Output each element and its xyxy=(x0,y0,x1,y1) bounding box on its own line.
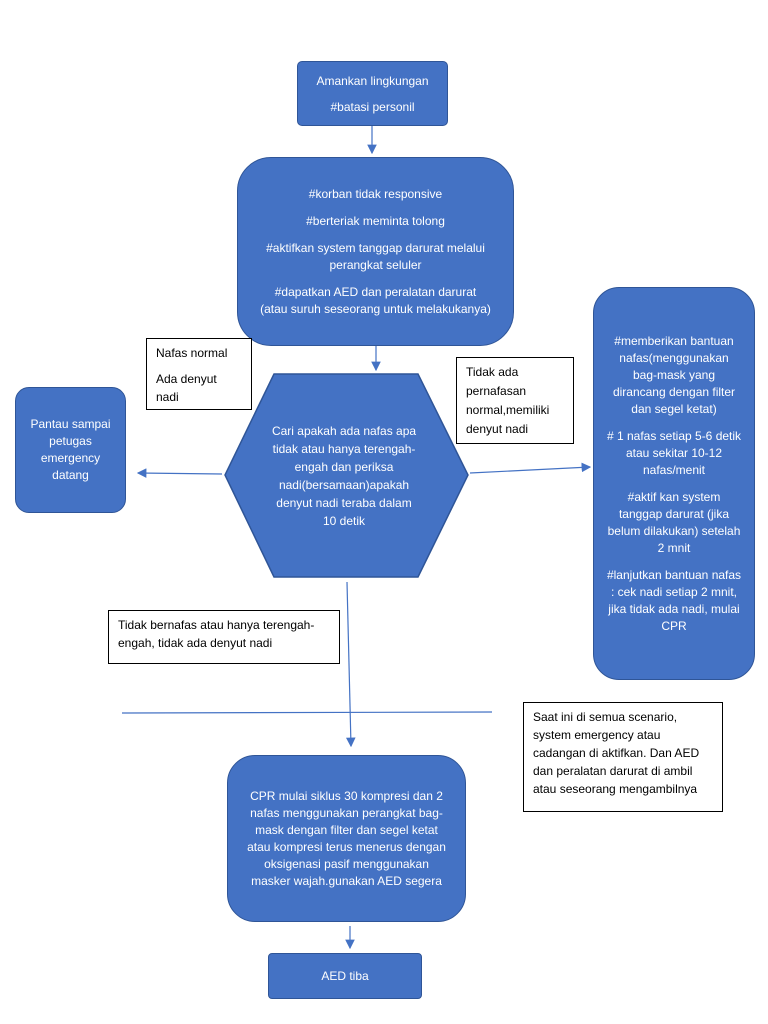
step-get-aed: #dapatkan AED dan peralatan darurat (ata… xyxy=(260,284,491,316)
secure-area-line-2: #batasi personil xyxy=(330,99,415,114)
divider-line xyxy=(121,711,493,714)
secure-area-line-1: Amankan lingkungan xyxy=(316,73,429,88)
arrow-check-to-monitor xyxy=(136,468,223,478)
step-unresponsive: #korban tidak responsive xyxy=(308,186,443,201)
check-breathing-text: Cari apakah ada nafas apa tidak atau han… xyxy=(271,423,417,528)
monitor-node: Pantau sampai petugas emergency datang xyxy=(15,387,126,513)
arrow-check-to-cpr xyxy=(345,581,356,748)
step-shout-help: #berteriak meminta tolong xyxy=(306,213,445,228)
no-breathing-text: Tidak bernafas atau hanya terengah-engah… xyxy=(118,618,315,650)
step-activate-emergency: #aktifkan system tanggap darurat melalui… xyxy=(266,240,485,272)
scenario-note-text: Saat ini di semua scenario, system emerg… xyxy=(533,710,700,796)
no-breathing-note: Tidak bernafas atau hanya terengah-engah… xyxy=(108,610,340,664)
rescue-step-continue: #lanjutkan bantuan nafas : cek nadi seti… xyxy=(606,567,742,633)
rescue-step-activate: #aktif kan system tanggap darurat (jika … xyxy=(607,489,741,555)
normal-breathing-line-1: Nafas normal xyxy=(156,346,228,360)
rescue-breathing-node: #memberikan bantuan nafas(menggunakan ba… xyxy=(593,287,755,680)
abnormal-breathing-note: Tidak ada pernafasan normal,memiliki den… xyxy=(456,357,574,444)
secure-area-node: Amankan lingkungan #batasi personil xyxy=(297,61,448,126)
scenario-note: Saat ini di semua scenario, system emerg… xyxy=(523,702,723,812)
normal-breathing-line-2: Ada denyut nadi xyxy=(156,372,217,404)
abnormal-breathing-text: Tidak ada pernafasan normal,memiliki den… xyxy=(466,365,550,436)
check-breathing-node: Cari apakah ada nafas apa tidak atau han… xyxy=(224,373,469,578)
aed-arrives-node: AED tiba xyxy=(268,953,422,999)
normal-breathing-note: Nafas normal Ada denyut nadi xyxy=(146,338,252,410)
rescue-step-give-breaths: #memberikan bantuan nafas(menggunakan ba… xyxy=(612,333,736,416)
cpr-text: CPR mulai siklus 30 kompresi dan 2 nafas… xyxy=(247,788,446,888)
cpr-node: CPR mulai siklus 30 kompresi dan 2 nafas… xyxy=(227,755,466,922)
arrow-check-to-rescue xyxy=(469,462,592,474)
aed-arrives-text: AED tiba xyxy=(321,968,369,983)
initial-steps-node: #korban tidak responsive #berteriak memi… xyxy=(237,157,514,346)
rescue-step-rate: # 1 nafas setiap 5-6 detik atau sekitar … xyxy=(606,428,742,477)
monitor-text: Pantau sampai petugas emergency datang xyxy=(30,417,111,482)
hexagon-shape xyxy=(224,373,469,578)
